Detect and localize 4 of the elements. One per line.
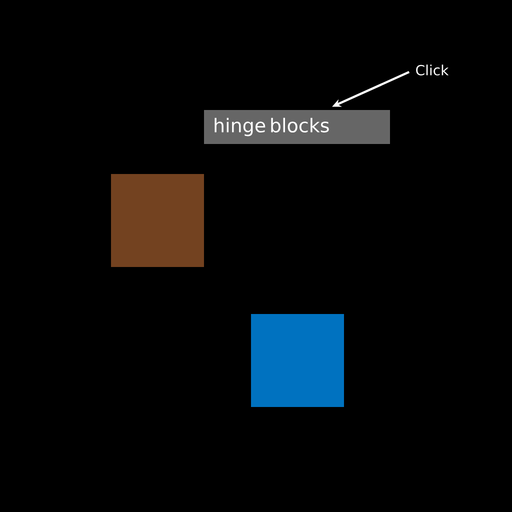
square [251,314,344,407]
button: hinge blocks [204,110,390,144]
callout-text: Click [416,64,449,76]
square [111,174,204,267]
